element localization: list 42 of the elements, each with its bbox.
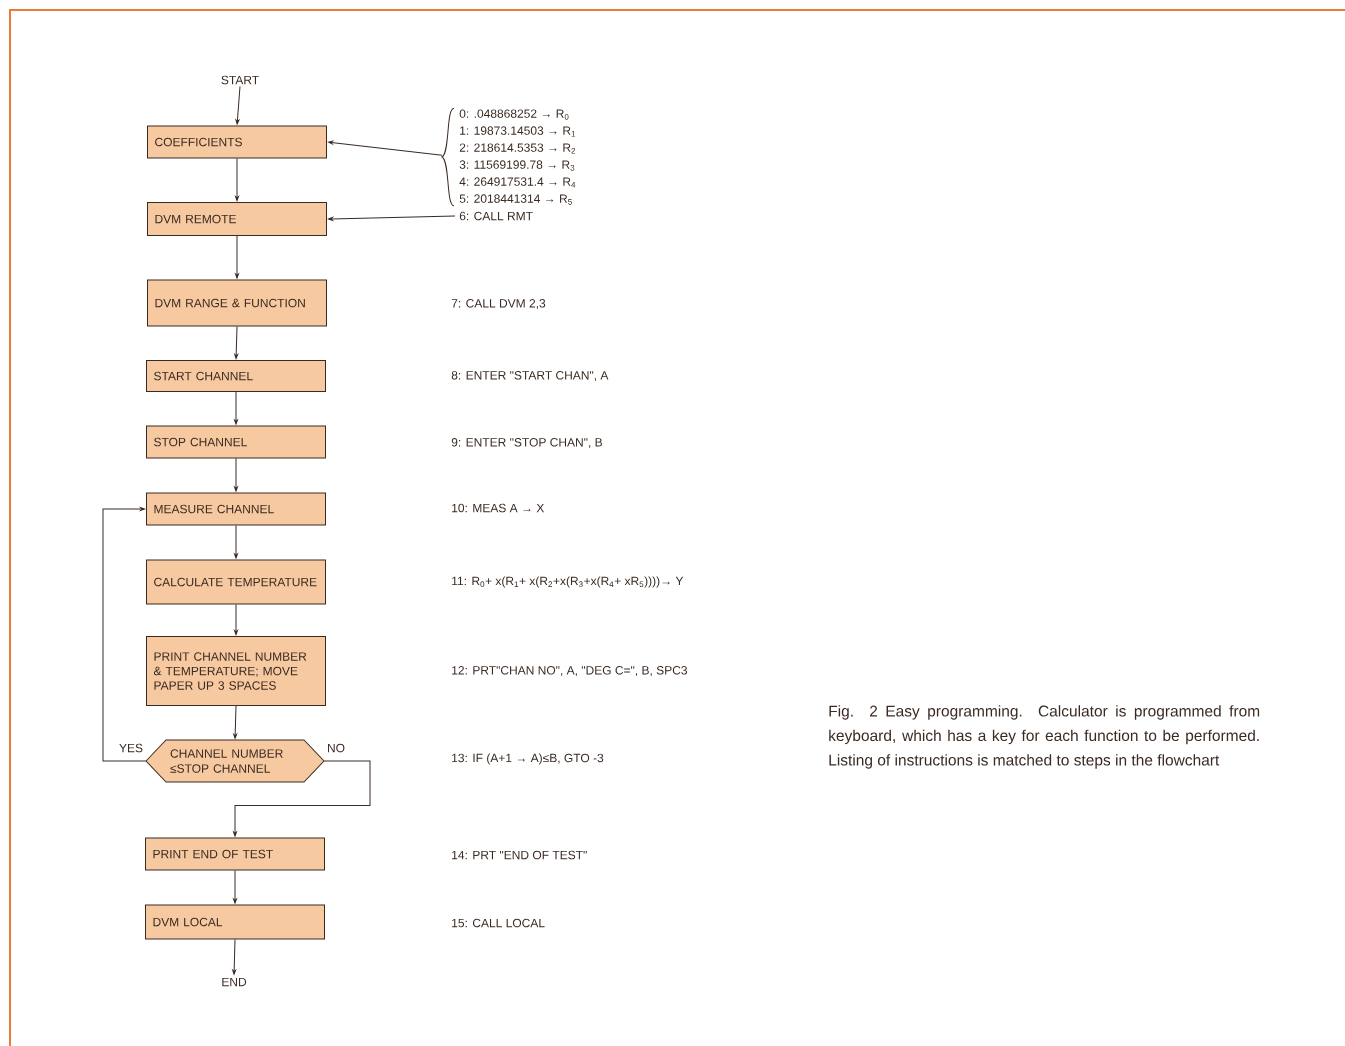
instruction-list: 0: .048868252 → R$_{0}$ 1: 19873.14503 → R$_{1}$ 2: 218614.5353 → R$_{2}$ 3: 11569199.78 → R$_{3}$ 4: 264917531.4 → R$_{4}$ 5: 2018441314 → R$_{5}$ (459, 109, 576, 205)
instruction-text: 8: ENTER "START CHAN", A (451, 371, 609, 381)
arrow (234, 525, 238, 559)
process-box: MEASURE CHANNEL (146, 492, 326, 526)
edge-label: YES (119, 743, 143, 753)
arrow (328, 215, 456, 221)
instruction-text: 6: CALL RMT (459, 211, 533, 221)
arrow (235, 235, 239, 279)
process-box: COEFFICIENTS (147, 125, 327, 159)
arrow (233, 760, 371, 837)
process-box: DVM RANGE & FUNCTION (147, 279, 327, 327)
arrow (102, 507, 147, 762)
decision-hexagon: CHANNEL NUMBER ≤STOP CHANNEL (145, 739, 325, 783)
caption: Fig. 2 Easy programming. Calculator is programmed from keyboard, which has a key for each function to be performed. Listing of instructions is matched to steps in the flowchart (829, 705, 1260, 769)
arrow (233, 870, 237, 904)
instruction-text: 14: PRT "END OF TEST" (452, 850, 587, 860)
instruction-text: 15: CALL LOCAL (452, 918, 545, 928)
terminal-label: START (221, 75, 259, 85)
arrow (235, 85, 241, 125)
edge-label: NO (328, 743, 345, 753)
arrow (328, 140, 443, 156)
arrow (235, 158, 239, 201)
instruction-text: 11: R$_{0}$+ x(R$_{1}$+ x(R$_{2}$+x(R$_{3}$+x(R$_{4}$+ xR$_{5}$))))→ Y (452, 576, 684, 588)
arrow (234, 391, 238, 425)
terminal-label: END (222, 977, 247, 987)
instruction-text: 13: IF (A+1 → A)≤B, GTO -3 (452, 753, 604, 765)
instruction-text: 9: ENTER "STOP CHAN", B (451, 438, 602, 448)
process-box: PRINT CHANNEL NUMBER & TEMPERATURE; MOVE PAPER UP 3 SPACES (146, 636, 326, 706)
process-box: DVM LOCAL (145, 904, 325, 940)
arrow (232, 939, 237, 975)
process-box: CALCULATE TEMPERATURE (146, 559, 326, 605)
instruction-text: 7: CALL DVM 2,3 (451, 299, 546, 309)
process-box: DVM REMOTE (147, 202, 327, 236)
instruction-text: 10: MEAS A → X (452, 503, 545, 513)
arrow (233, 705, 238, 739)
process-box: PRINT END OF TEST (145, 837, 325, 871)
instruction-text: 12: PRT"CHAN NO", A, "DEG C=", B, SPC3 (452, 666, 687, 676)
arrow (234, 458, 238, 492)
arrow (234, 326, 239, 359)
process-box: START CHANNEL (146, 360, 326, 392)
arrow (234, 604, 238, 635)
process-box: STOP CHANNEL (146, 425, 326, 459)
